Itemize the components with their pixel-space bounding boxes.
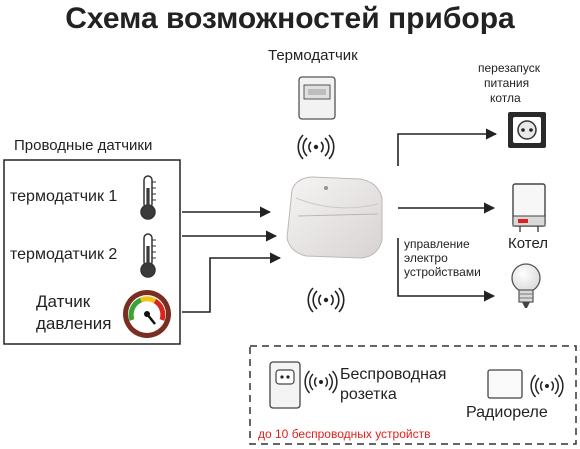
wireless-thermosensor-device bbox=[298, 76, 336, 120]
arrow-hub-to-appliances bbox=[397, 238, 496, 302]
wired-sensors-box bbox=[3, 159, 181, 345]
radio-relay-device bbox=[487, 369, 523, 399]
wireless-signal-icon bbox=[304, 370, 338, 394]
wireless-socket-device bbox=[269, 361, 301, 409]
appliance-control-label-line2: электро bbox=[404, 251, 448, 265]
hub-device bbox=[286, 176, 383, 259]
restart-label-line3: котла bbox=[490, 91, 521, 105]
wireless-signal-icon bbox=[530, 374, 564, 398]
arrow-pressure-to-hub bbox=[182, 252, 282, 313]
light-bulb-icon bbox=[511, 263, 541, 308]
pressure-sensor-label-line1: Датчик bbox=[36, 292, 91, 311]
power-socket-icon bbox=[508, 112, 546, 148]
wireless-limit-note: до 10 беспроводных устройств bbox=[258, 427, 431, 441]
arrow-hub-to-restart bbox=[397, 128, 498, 166]
boiler-label: Котел bbox=[508, 235, 549, 252]
appliance-control-label-line1: управление bbox=[404, 237, 470, 251]
wireless-signal-icon bbox=[307, 287, 345, 313]
appliance-control-label-line3: устройствами bbox=[404, 265, 481, 279]
diagram-title: Схема возможностей прибора bbox=[65, 2, 515, 35]
wireless-socket-label-line1: Беспроводная bbox=[340, 366, 447, 383]
thermosensor-2-label: термодатчик 2 bbox=[10, 246, 118, 263]
thermosensor-label: Термодатчик bbox=[268, 47, 358, 64]
wired-sensors-label: Проводные датчики bbox=[14, 137, 153, 154]
thermosensor-1-label: термодатчик 1 bbox=[10, 188, 118, 205]
thermometer-icon bbox=[140, 233, 156, 278]
restart-label-line2: питания bbox=[484, 76, 530, 90]
wireless-socket-label-line2: розетка bbox=[340, 386, 397, 403]
wireless-devices-box bbox=[249, 345, 577, 445]
restart-label-line1: перезапуск bbox=[478, 61, 541, 75]
thermometer-icon bbox=[140, 175, 156, 220]
pressure-sensor-label-line2: давления bbox=[36, 314, 112, 333]
radio-relay-label: Радиореле bbox=[466, 404, 548, 421]
boiler-icon bbox=[512, 183, 546, 232]
wireless-signal-icon bbox=[297, 134, 335, 160]
pressure-gauge-icon bbox=[123, 290, 171, 338]
